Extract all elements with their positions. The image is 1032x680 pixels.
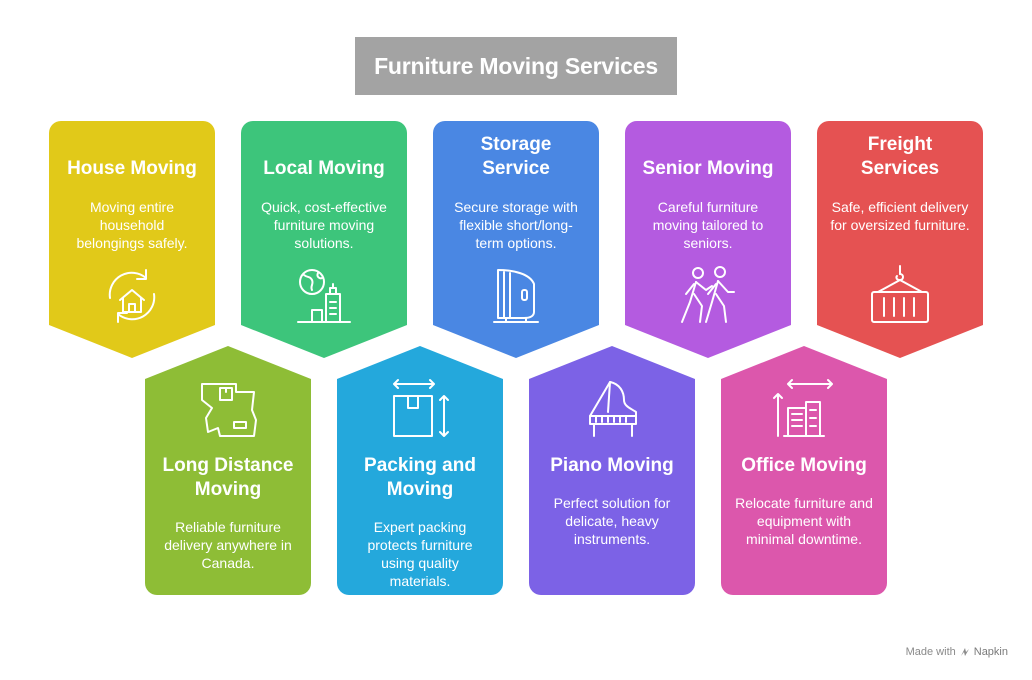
storage-unit-icon [493,269,539,323]
card-description: Safe, efficient delivery for oversized f… [830,199,970,233]
card-shape [337,346,503,595]
walking-people-icon [681,266,735,323]
container-crane-icon [871,265,929,323]
card-shape [625,121,791,358]
card-description: Relocate furniture and equipment with mi… [735,495,873,547]
card-shape [49,121,215,358]
card-freight-services: Freight Services Safe, efficient deliver… [817,121,983,358]
card-title: Storage Service [480,134,552,179]
card-shape [145,346,311,595]
title-box: Furniture Moving Services [355,37,677,95]
card-title: Packing and Moving [364,455,476,500]
card-description: Careful furniture moving tailored to sen… [652,199,764,251]
made-with-label: Made with [905,646,956,658]
card-local-moving: Local Moving Quick, cost-effective furni… [241,121,407,358]
card-piano-moving: Piano Moving Perfect solution for delica… [529,346,695,595]
card-description: Reliable furniture delivery anywhere in … [164,519,292,571]
card-senior-moving: Senior Moving Careful furniture moving t… [625,121,791,358]
box-dimensions-icon [393,379,449,437]
card-shape [817,121,983,358]
card-title: House Moving [67,158,197,179]
house-cycle-icon [108,269,156,323]
card-house-moving: House Moving Moving entire household bel… [49,121,215,358]
card-shape [529,346,695,595]
card-long-distance-moving: Long Distance Moving Reliable furniture … [145,346,311,595]
card-storage-service: Storage Service Secure storage with flex… [433,121,599,358]
card-title: Piano Moving [550,455,674,476]
card-title: Office Moving [741,455,867,476]
card-shape [433,121,599,358]
card-shape [721,346,887,595]
card-title: Long Distance Moving [162,455,294,500]
card-title: Freight Services [860,134,940,179]
map-icon [201,383,257,437]
card-office-moving: Office Moving Relocate furniture and equ… [721,346,887,595]
card-shape [241,121,407,358]
card-description: Moving entire household belongings safel… [76,199,188,251]
card-title: Senior Moving [642,158,774,179]
card-description: Secure storage with flexible short/long-… [454,199,578,251]
card-description: Perfect solution for delicate, heavy ins… [553,495,671,547]
napkin-logo-icon [960,648,969,656]
card-packing-and-moving: Packing and Moving Expert packing protec… [337,346,503,595]
globe-city-icon [297,269,351,323]
card-description: Quick, cost-effective furniture moving s… [261,199,387,251]
office-building-icon [773,379,833,437]
page-title: Furniture Moving Services [374,52,658,79]
card-description: Expert packing protects furniture using … [367,519,473,589]
piano-icon [589,381,637,437]
napkin-brand: Napkin [973,646,1008,658]
footer-credit: Made with Napkin [906,646,1008,658]
card-title: Local Moving [263,158,385,179]
